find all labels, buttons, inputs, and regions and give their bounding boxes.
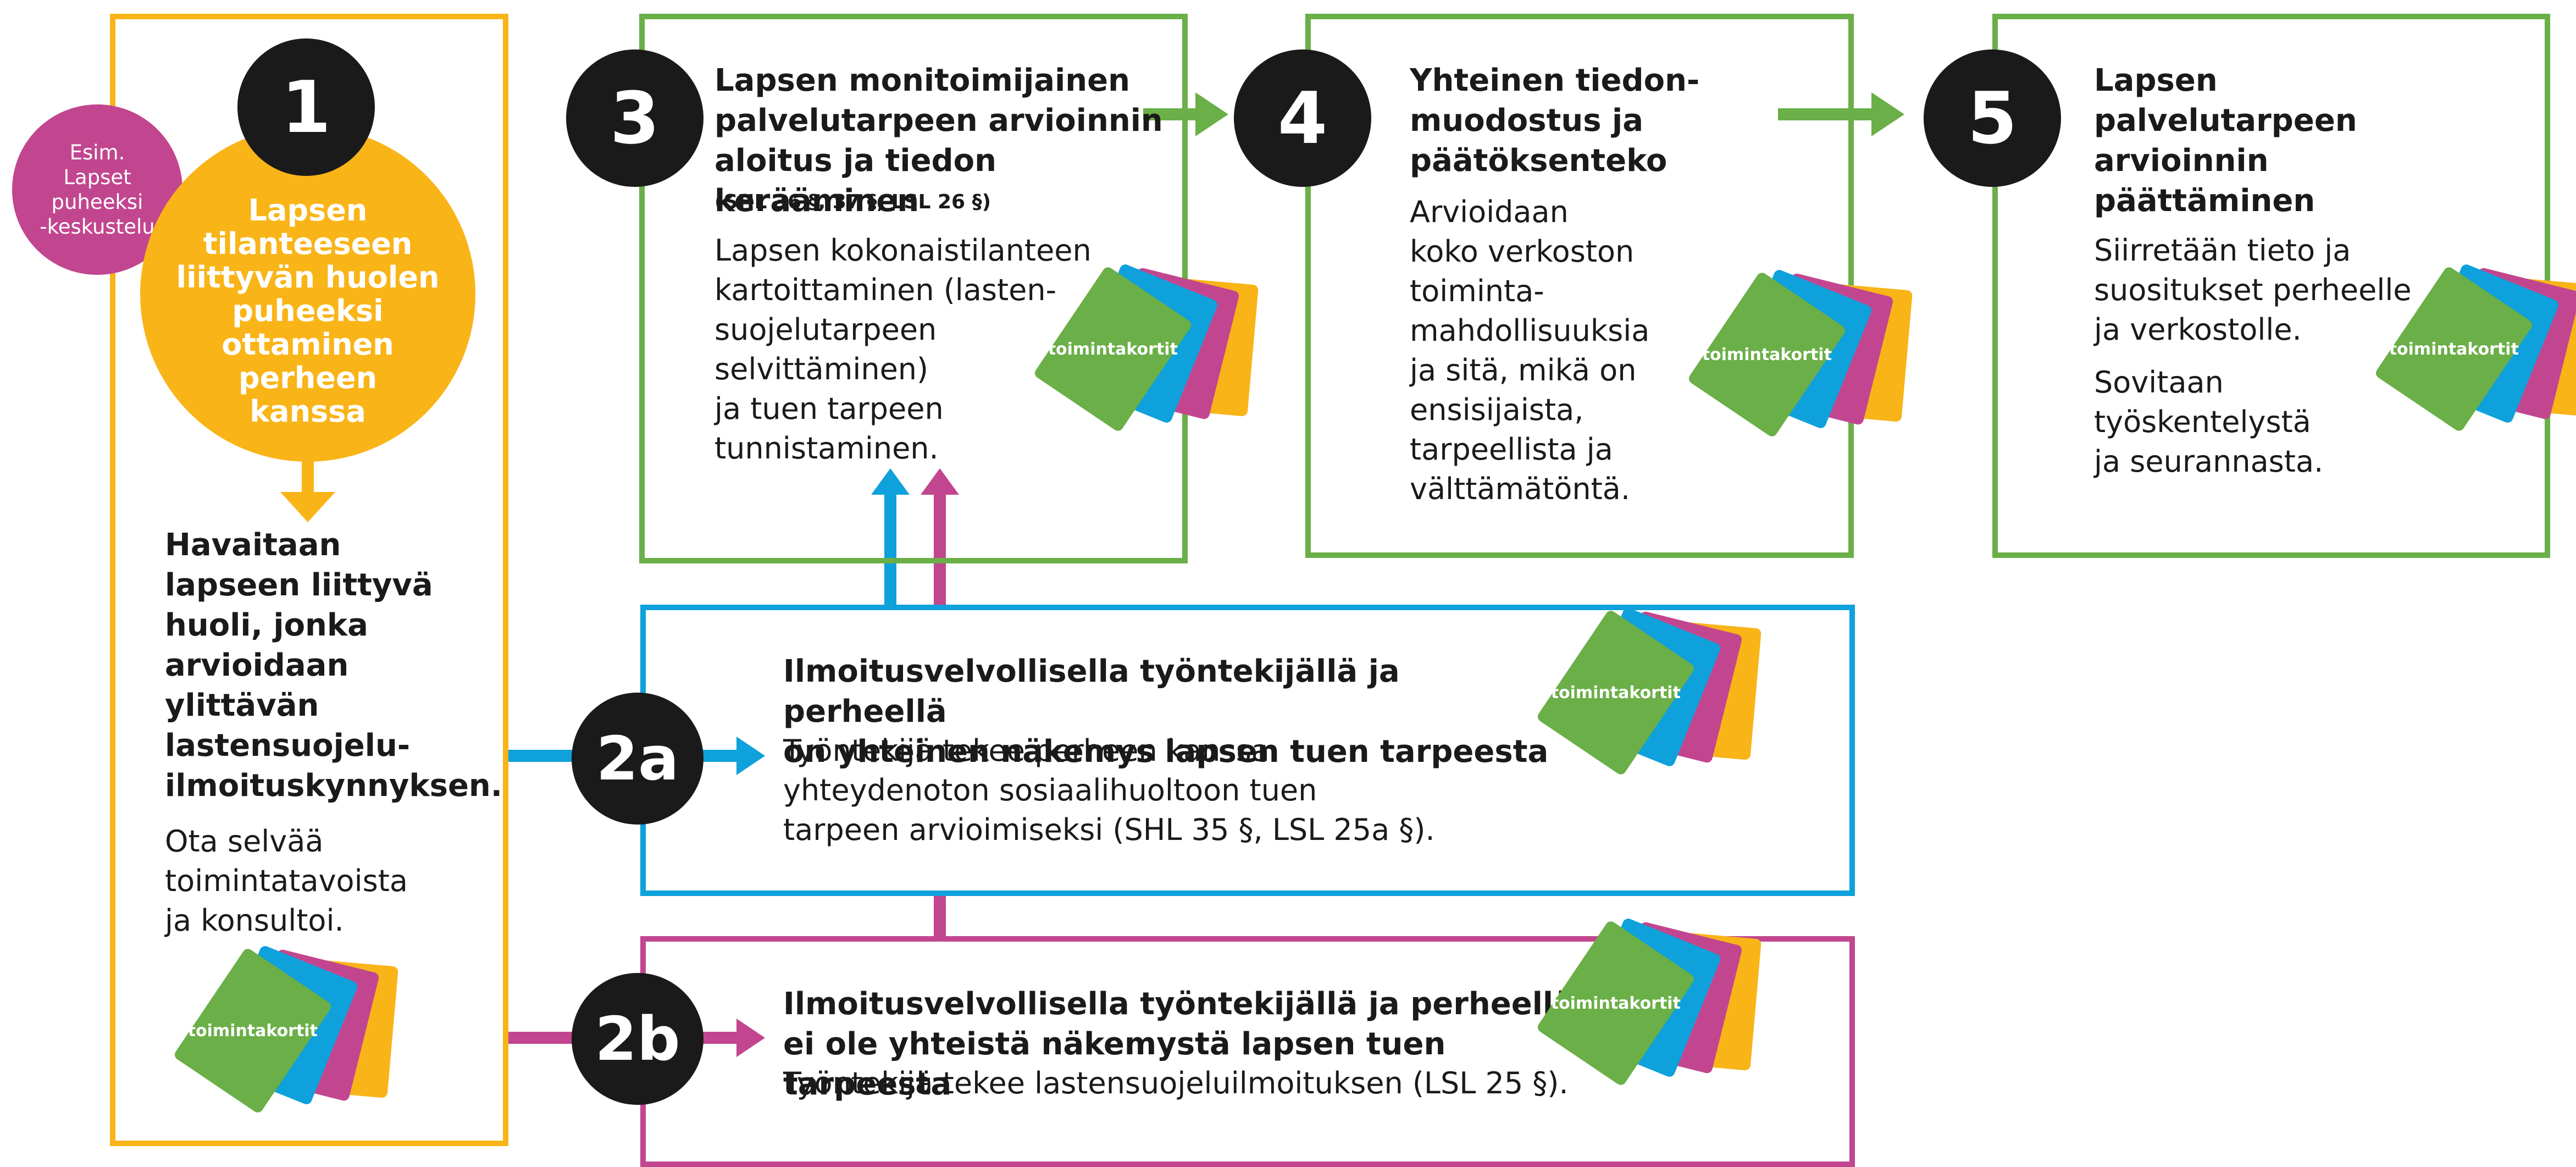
step-3-body: Lapsen kokonaistilanteen kartoittaminen … <box>714 233 1092 466</box>
step-3-number: 3 <box>566 49 703 187</box>
step-1-circle <box>140 126 475 462</box>
step-2a-number: 2a <box>572 693 703 825</box>
step-4-heading: Yhteinen tiedon- muodostus ja päätöksent… <box>1410 63 1700 179</box>
step-2a-toimintakortit: toimintakortit <box>1536 606 1767 777</box>
toimintakortit-label: toimintakortit <box>187 1021 318 1041</box>
toimintakortit-label: toimintakortit <box>1048 339 1178 359</box>
step-5-heading: Lapsen palvelutarpeen arvioinnin päättäm… <box>2094 63 2357 219</box>
arrow-2a-to-3-head <box>871 468 910 495</box>
step-2b-heading: Ilmoitusvelvollisella työntekijällä ja p… <box>783 986 1574 1102</box>
step-4-number: 4 <box>1234 49 1371 187</box>
toimintakortit-label: toimintakortit <box>1550 993 1681 1013</box>
step-3-reference: (SHL 36 §, 37 §, LSL 26 §) <box>714 191 991 213</box>
step-5-body-1: Siirretään tieto ja suositukset perheell… <box>2094 233 2412 347</box>
toimintakortit-label: toimintakortit <box>1702 345 1832 364</box>
step-3-toimintakortit: toimintakortit <box>1033 263 1264 433</box>
arrow-3-to-4-head <box>1195 92 1228 136</box>
arrow-circle-to-heading-head <box>280 492 335 522</box>
step-1-toimintakortit: toimintakortit <box>173 944 404 1115</box>
step-2b-body: Työntekijä tekee lastensuojeluilmoitukse… <box>783 1066 1569 1100</box>
step-5-number: 5 <box>1924 49 2061 187</box>
toimintakortit-label: toimintakortit <box>2389 339 2519 359</box>
arrow-1-to-2a-head <box>736 737 765 775</box>
step-4-body: Arvioidaan koko verkoston toiminta- mahd… <box>1410 195 1650 506</box>
step-5-body-2: Sovitaan työskentelystä ja seurannasta. <box>2094 365 2324 479</box>
arrow-2b-to-3-head <box>921 468 959 495</box>
arrow-4-to-5-head <box>1871 92 1904 136</box>
step-2a-body: Työntekijä tekee perheen kanssa yhteyden… <box>783 733 1435 847</box>
step-2b-number: 2b <box>572 973 703 1105</box>
step-5-toimintakortit: toimintakortit <box>2374 263 2576 433</box>
example-badge-text: Esim. Lapset puheeksi -keskustelu <box>40 141 155 239</box>
step-1-body: Ota selvää toimintatavoista ja konsultoi… <box>165 824 408 938</box>
step-1-number: 1 <box>237 38 375 176</box>
step-3-heading: Lapsen monitoimijainen palvelutarpeen ar… <box>714 63 1163 219</box>
step-1-circle-text: Lapsen tilanteeseen liittyvän huolen puh… <box>176 193 440 429</box>
connector-arrows <box>280 92 1904 1057</box>
step-2b-toimintakortit: toimintakortit <box>1536 917 1767 1087</box>
toimintakortit-label: toimintakortit <box>1550 683 1681 703</box>
step-1-heading: Havaitaan lapseen liittyvä huoli, jonka … <box>165 527 503 804</box>
step-4-toimintakortit: toimintakortit <box>1687 268 1918 439</box>
step-2a-heading: Ilmoitusvelvollisella työntekijällä ja p… <box>783 654 1549 770</box>
arrow-1-to-2b-head <box>736 1019 765 1057</box>
